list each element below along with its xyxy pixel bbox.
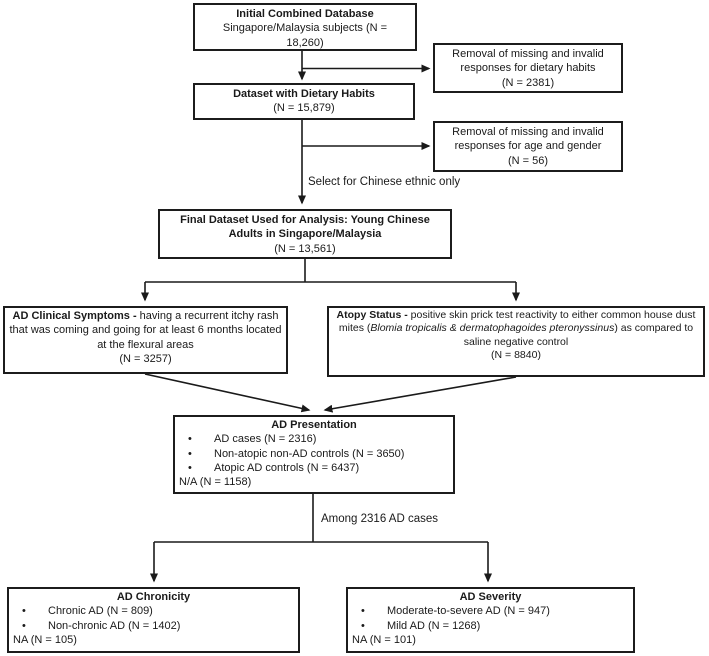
- node-removal-dietary: Removal of missing and invalid responses…: [433, 43, 623, 93]
- node-n-value: (N = 8840): [491, 349, 541, 362]
- node-dataset-dietary: Dataset with Dietary Habits (N = 15,879): [193, 83, 415, 120]
- node-ad-presentation: AD Presentation • AD cases (N = 2316) • …: [173, 415, 455, 494]
- list-item: • Moderate-to-severe AD (N = 947): [352, 604, 629, 618]
- list-item-text: Non-chronic AD (N = 1402): [48, 619, 181, 632]
- node-body: Singapore/Malaysia subjects (N = 18,260): [222, 22, 388, 49]
- node-n-value: (N = 3257): [119, 352, 172, 365]
- node-n-value: (N = 2381): [501, 76, 555, 89]
- list-item-text: Chronic AD (N = 809): [48, 605, 153, 618]
- node-atopy-status: Atopy Status - positive skin prick test …: [327, 306, 705, 377]
- edge-label-among-cases: Among 2316 AD cases: [321, 513, 438, 525]
- arrow-clinical-to-presentation: [144, 373, 311, 413]
- bullet-icon: •: [361, 605, 365, 618]
- bullet-icon: •: [22, 605, 26, 618]
- arrow-atopy-to-presentation: [323, 376, 517, 413]
- node-final-dataset: Final Dataset Used for Analysis: Young C…: [158, 209, 452, 259]
- node-body: Removal of missing and invalid responses…: [452, 126, 604, 153]
- node-body: Removal of missing and invalid responses…: [452, 48, 604, 75]
- node-body-text: having a recurrent itchy rash that was c…: [9, 310, 282, 351]
- node-n-value: (N = 56): [507, 154, 549, 167]
- node-title: Dataset with Dietary Habits: [233, 88, 375, 100]
- node-ad-severity: AD Severity • Moderate-to-severe AD (N =…: [346, 587, 635, 653]
- node-title: Final Dataset Used for Analysis: Young C…: [180, 214, 430, 241]
- node-initial-database: Initial Combined Database Singapore/Mala…: [193, 3, 417, 51]
- node-footer: NA (N = 101): [352, 633, 416, 646]
- node-lead-text: Atopy Status -: [336, 309, 408, 321]
- node-ad-clinical-symptoms: AD Clinical Symptoms - having a recurren…: [3, 306, 288, 374]
- list-item: • Non-atopic non-AD controls (N = 3650): [179, 447, 449, 461]
- node-n-value: (N = 13,561): [274, 242, 336, 255]
- species-italic-text: Blomia tropicalis & dermatophagoides pte…: [370, 322, 615, 335]
- node-body-text: positive skin prick test reactivity to e…: [338, 309, 696, 335]
- list-item-text: Moderate-to-severe AD (N = 947): [387, 605, 550, 618]
- node-body: Atopy Status - positive skin prick test …: [333, 309, 699, 349]
- bullet-icon: •: [361, 619, 365, 632]
- bullet-icon: •: [188, 433, 192, 446]
- list-item: • Chronic AD (N = 809): [13, 604, 294, 618]
- node-lead-text: AD Clinical Symptoms -: [12, 310, 137, 322]
- edge-label-select-chinese: Select for Chinese ethnic only: [308, 176, 461, 188]
- node-footer: NA (N = 105): [13, 633, 77, 646]
- node-title: AD Presentation: [271, 419, 357, 431]
- node-body: AD Clinical Symptoms - having a recurren…: [9, 309, 282, 352]
- bullet-icon: •: [188, 461, 192, 474]
- list-item: • AD cases (N = 2316): [179, 432, 449, 446]
- node-title: Initial Combined Database: [236, 8, 374, 20]
- bullet-icon: •: [22, 619, 26, 632]
- node-title: AD Severity: [459, 591, 522, 603]
- list-item: • Atopic AD controls (N = 6437): [179, 461, 449, 475]
- node-n-value: (N = 15,879): [273, 102, 335, 115]
- list-item-text: Atopic AD controls (N = 6437): [214, 461, 360, 474]
- list-item: • Mild AD (N = 1268): [352, 619, 629, 633]
- node-footer: N/A (N = 1158): [179, 476, 252, 489]
- list-item-text: Non-atopic non-AD controls (N = 3650): [214, 447, 405, 460]
- list-item: • Non-chronic AD (N = 1402): [13, 619, 294, 633]
- node-body-text: ) as compared to saline negative control: [463, 322, 694, 348]
- node-title: AD Chronicity: [116, 591, 191, 603]
- node-ad-chronicity: AD Chronicity • Chronic AD (N = 809) • N…: [7, 587, 300, 653]
- list-item-text: Mild AD (N = 1268): [387, 619, 481, 632]
- list-item-text: AD cases (N = 2316): [214, 433, 317, 446]
- bullet-icon: •: [188, 447, 192, 460]
- node-removal-age-gender: Removal of missing and invalid responses…: [433, 121, 623, 172]
